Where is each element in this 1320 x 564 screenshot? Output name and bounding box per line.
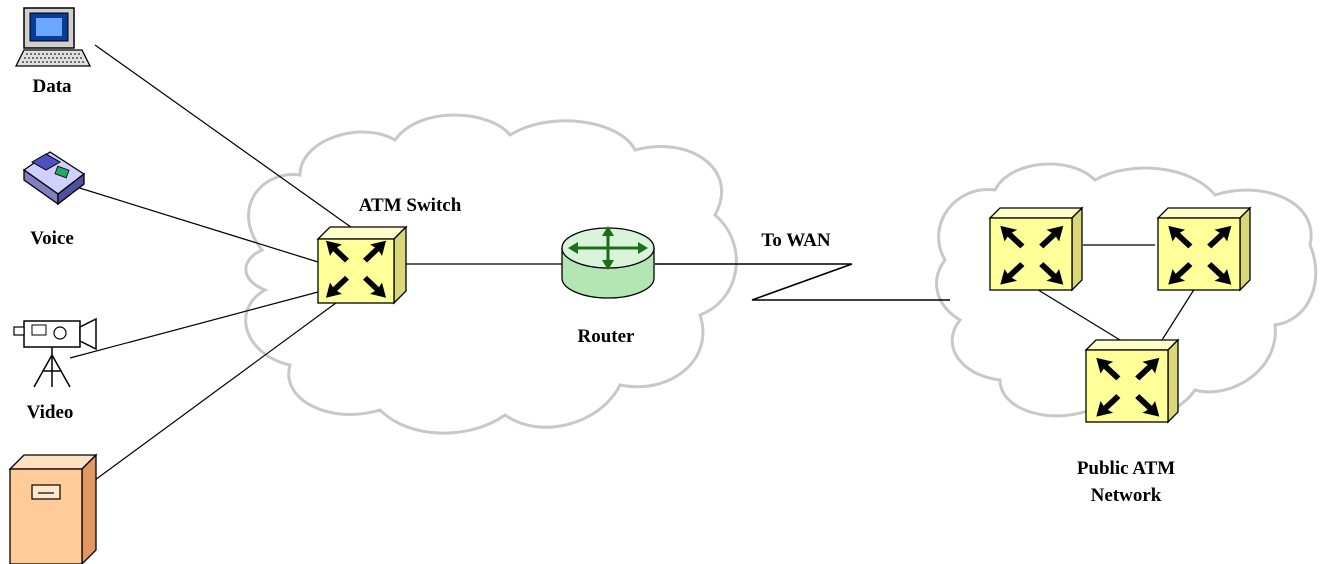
storage-link: [94, 299, 341, 481]
voice-label: Voice: [30, 228, 74, 249]
public-atm-label-line2: Network: [1091, 485, 1162, 506]
public-link-right: [1161, 287, 1196, 341]
public-cloud: [935, 162, 1318, 422]
video-camera-icon: [13, 317, 97, 388]
voice-link: [69, 184, 319, 263]
video-label: Video: [27, 402, 74, 423]
router-icon: [561, 226, 655, 299]
to-wan-label: To WAN: [761, 230, 830, 251]
atm-switch-icon: [316, 225, 408, 305]
atm-switch-label: ATM Switch: [359, 195, 462, 216]
computer-icon: [14, 7, 92, 67]
video-link: [69, 291, 319, 359]
local-cloud: [244, 113, 738, 435]
public-switch-top-right-icon: [1156, 206, 1252, 292]
public-switch-bottom-icon: [1084, 338, 1180, 424]
public-link-left: [1034, 287, 1121, 341]
data-link: [94, 44, 356, 231]
public-atm-label-line1: Public ATM: [1077, 458, 1175, 479]
router-label: Router: [578, 326, 636, 347]
public-switch-top-left-icon: [988, 206, 1084, 292]
wan-link: [655, 263, 950, 301]
data-label: Data: [32, 76, 72, 97]
telephone-icon: [22, 151, 86, 206]
file-cabinet-icon: [8, 453, 98, 564]
